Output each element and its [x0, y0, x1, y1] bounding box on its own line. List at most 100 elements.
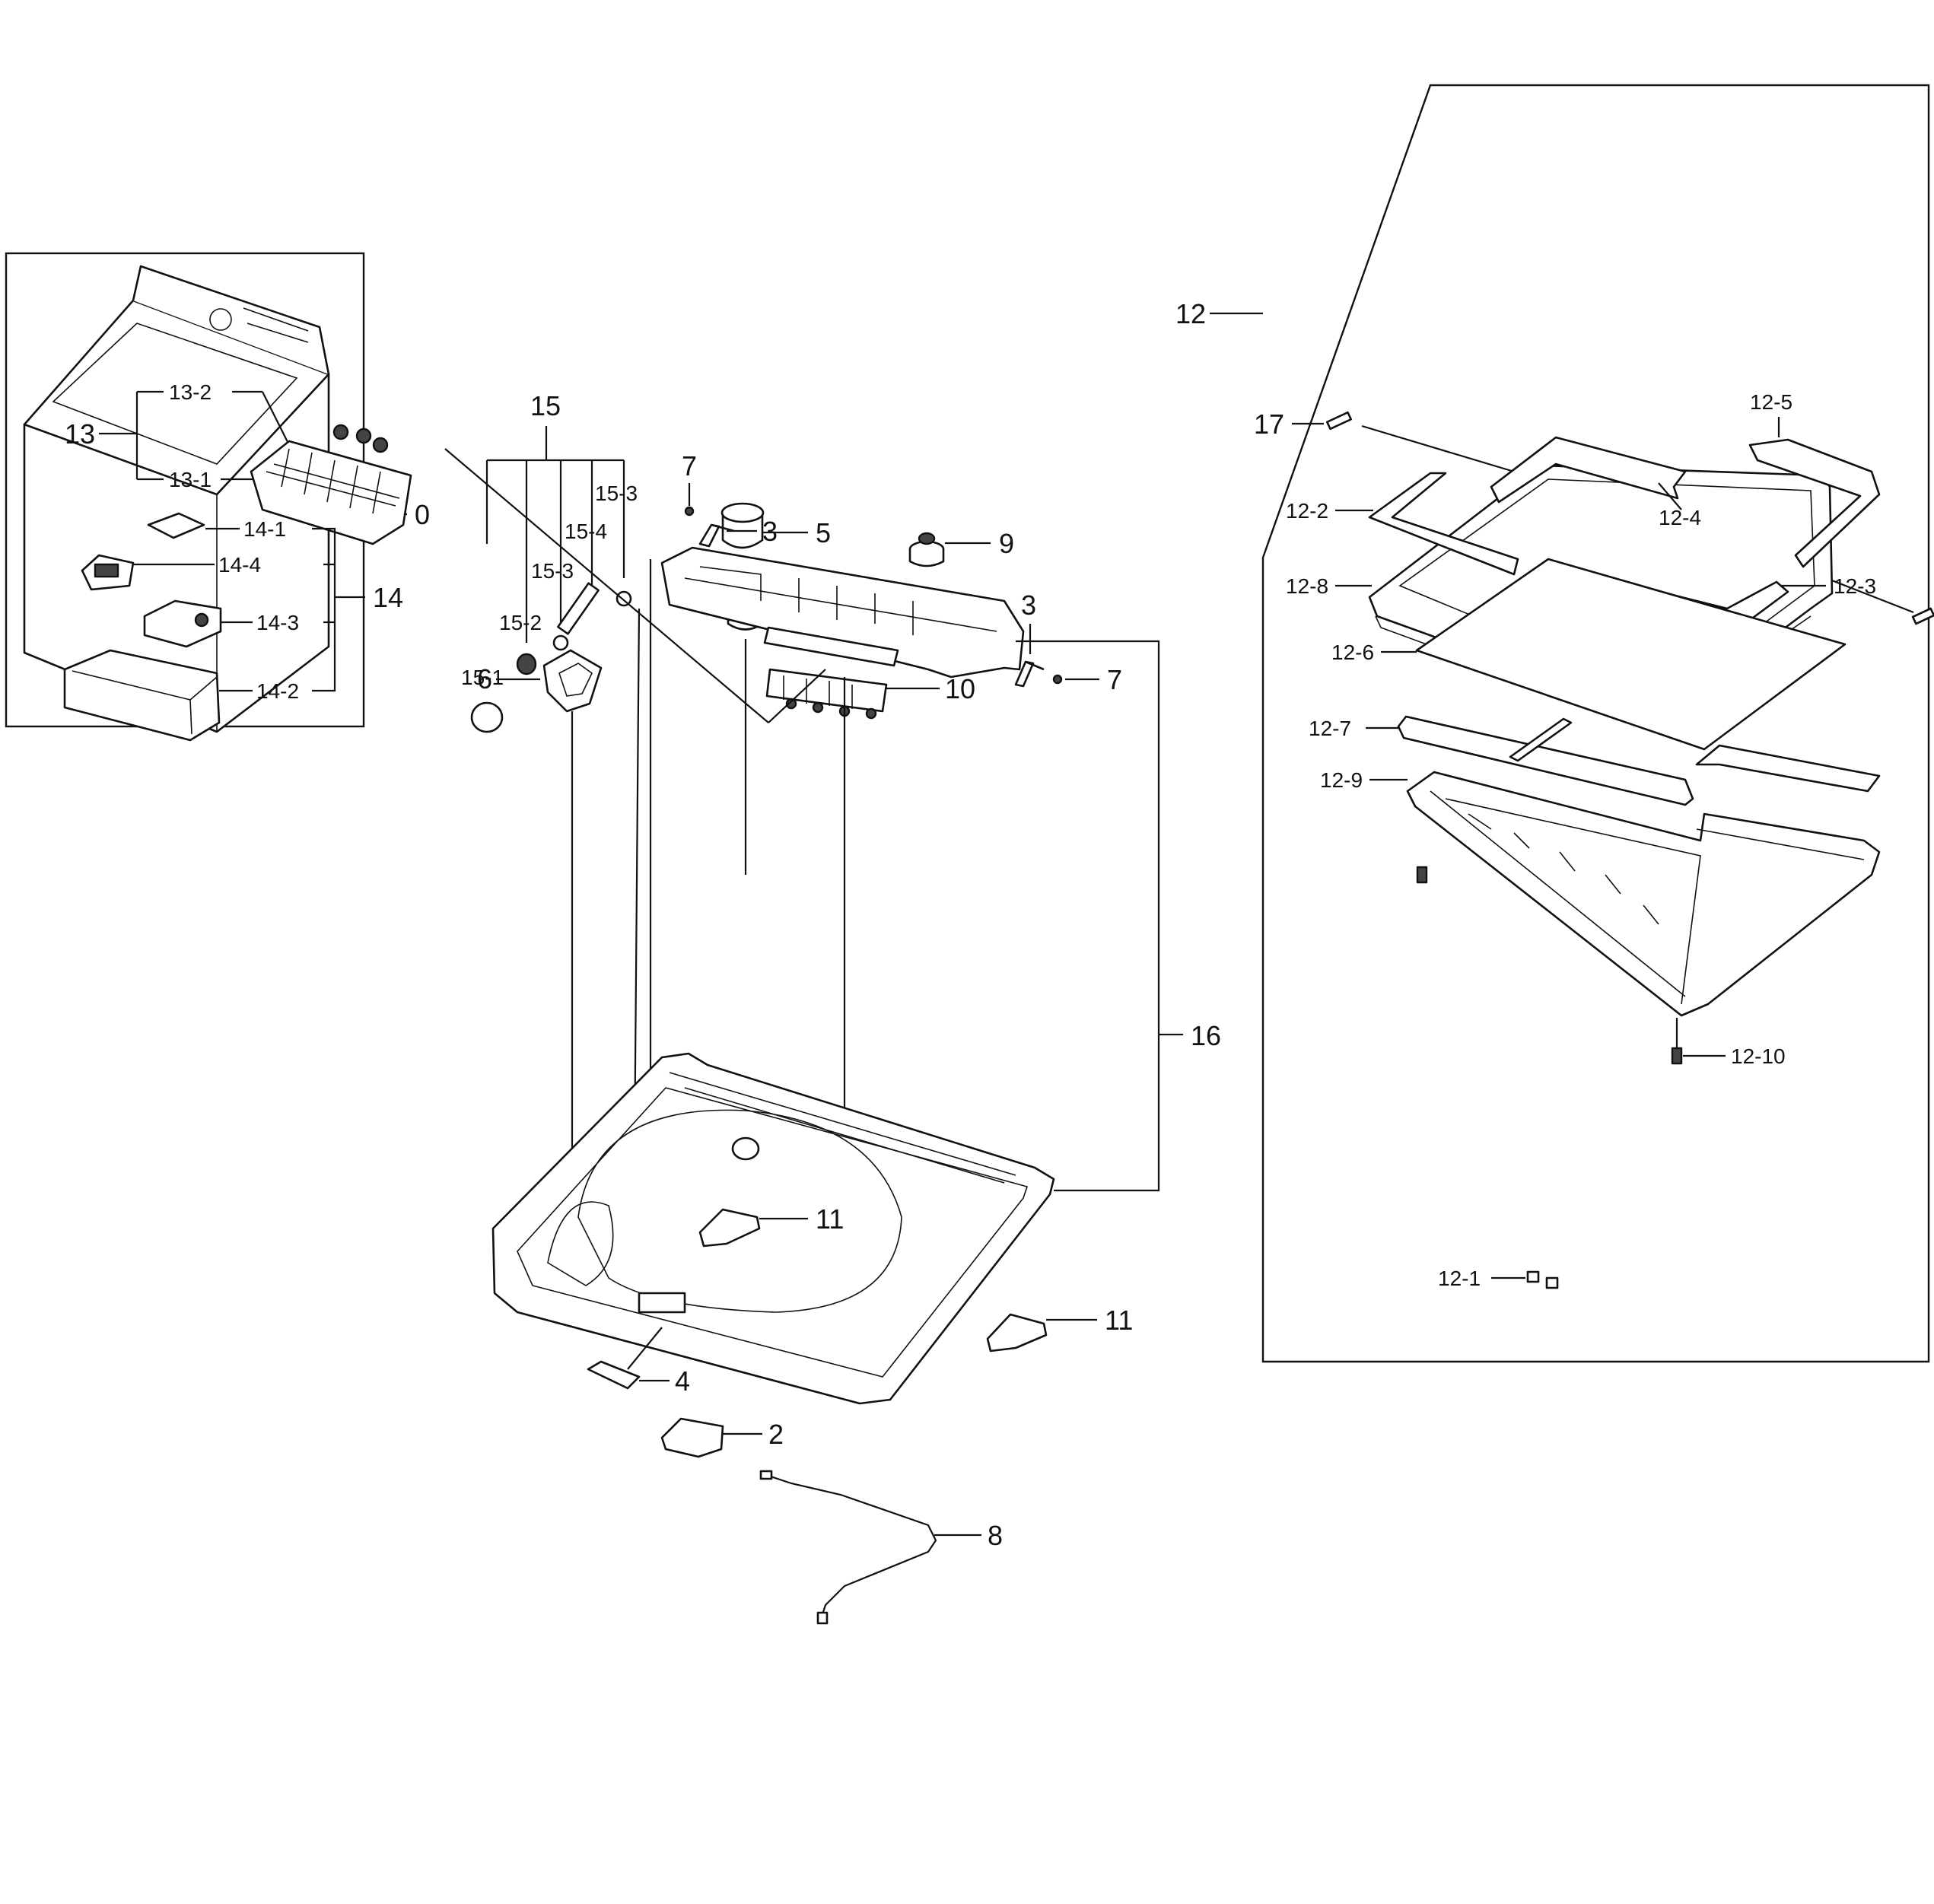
part-14-3: [143, 599, 222, 648]
callout-14: 14: [373, 582, 403, 613]
callout-10: 10: [945, 673, 975, 704]
callout-16: 16: [1191, 1020, 1221, 1051]
callout-12-4: 12-4: [1659, 506, 1701, 529]
leader-12-4: [1658, 482, 1682, 510]
part-12-1-cap-a: [1526, 1270, 1540, 1283]
callout-12: 12: [1175, 298, 1206, 329]
callout-13-1: 13-1: [169, 468, 212, 491]
washer-illustration: [23, 265, 330, 733]
door-assembly-group: 12 17 12-8 12-4 12-5 12: [1175, 84, 1934, 1363]
callout-15-3-low: 15-3: [531, 559, 574, 583]
washer-overview-group: 0: [5, 252, 430, 733]
callout-15-2: 15-2: [499, 611, 542, 634]
callout-15-1: 15-1: [461, 666, 504, 689]
callout-12-10: 12-10: [1731, 1044, 1786, 1068]
part-6-softener-cup: [542, 649, 603, 713]
callout-12-6: 12-6: [1331, 640, 1374, 664]
part-2-lid-lock: [660, 1417, 724, 1458]
callout-7-left: 7: [682, 450, 697, 482]
part-5-cap: [720, 502, 765, 549]
callout-12-8: 12-8: [1286, 574, 1328, 598]
part-17-pin: [1325, 411, 1353, 431]
callout-9: 9: [999, 528, 1014, 559]
knob-parts: [470, 582, 632, 733]
dispenser-cover-group: 13 13-2 13-1: [65, 380, 412, 545]
leader-13-bracket: [99, 390, 164, 481]
callout-15: 15: [530, 390, 561, 421]
knob-ring: [516, 653, 537, 675]
part-12-4-frame-rail: [1490, 436, 1687, 504]
part-7-left: [684, 506, 695, 517]
top-cover-assembly: [491, 1052, 1055, 1405]
callout-14-3: 14-3: [256, 611, 299, 634]
callout-13-2: 13-2: [169, 380, 212, 404]
part-3-left: [698, 523, 735, 548]
callout-17: 17: [1254, 408, 1284, 440]
door-assembly-box: [1261, 84, 1930, 1363]
screw-parts-right: 3 7: [1014, 590, 1122, 695]
callout-4: 4: [675, 1365, 690, 1397]
callout-14-1: 14-1: [243, 517, 286, 541]
part-6-group: 6: [477, 649, 603, 1232]
callout-12-2: 12-2: [1286, 499, 1328, 523]
part-11-b: [986, 1313, 1048, 1353]
part-14-1: [147, 512, 205, 539]
part-12-1-cap-b: [1545, 1276, 1559, 1289]
detergent-drawer-group: 14-1 14-4 14-3 14-2 14: [63, 512, 403, 742]
callout-11-b: 11: [1105, 1305, 1133, 1336]
callout-2: 2: [768, 1419, 784, 1450]
part-4-group: 4: [587, 1327, 690, 1397]
callout-11-a: 11: [816, 1203, 844, 1235]
control-panel-frame: [660, 546, 1025, 679]
callout-15-3-top: 15-3: [595, 482, 638, 505]
callout-0: 0: [415, 499, 430, 530]
callout-14-4: 14-4: [218, 553, 261, 577]
part-12-10-spring: [1671, 1047, 1683, 1065]
leader-panel-to-13: [768, 669, 826, 723]
callout-6: 6: [477, 663, 492, 695]
callout-12-7: 12-7: [1309, 717, 1351, 740]
part-4-axis: [627, 1327, 663, 1370]
callout-3-left: 3: [762, 516, 778, 547]
callout-12-5: 12-5: [1750, 390, 1792, 414]
leader-panel-to-13-b: [444, 448, 769, 723]
top-cover-bracket-16: 16: [1016, 640, 1221, 1192]
knob-clip-low: [552, 634, 569, 651]
part-7-right: [1052, 674, 1063, 685]
part-14-4: [81, 554, 135, 591]
callout-3-right: 3: [1021, 590, 1036, 621]
part-9-knob: [908, 532, 945, 567]
leader-14-bracket: [312, 527, 365, 692]
part-12-5-frame-rail: [1748, 438, 1881, 568]
part-4-latch: [587, 1360, 641, 1390]
part-13-dispenser-housing: [250, 424, 412, 545]
part-12-6-glass: [1415, 558, 1847, 751]
part-14-2-drawer: [63, 649, 221, 742]
knob-cap: [470, 701, 504, 733]
callout-15-4: 15-4: [565, 520, 607, 543]
part-12-7-handle: [1397, 715, 1694, 806]
callout-7-right: 7: [1107, 664, 1122, 695]
part-10-switch-block: [765, 668, 888, 720]
callout-13: 13: [65, 418, 95, 450]
callout-8: 8: [988, 1520, 1003, 1551]
callout-5: 5: [816, 517, 831, 548]
knob-shaft: [557, 582, 600, 635]
part-11-group: 11 11: [698, 1203, 1133, 1353]
part-2-group: 2: [660, 1417, 784, 1458]
callout-12-1: 12-1: [1438, 1267, 1481, 1290]
part-17-pin-b: [1911, 607, 1934, 625]
leader-15-bracket: [485, 426, 625, 643]
callout-12-3: 12-3: [1834, 574, 1876, 598]
callout-14-2: 14-2: [256, 679, 299, 703]
screw-parts-left: 7 3: [682, 450, 778, 548]
part-spring-top: [1416, 866, 1428, 884]
part-12-9-door-frame: [1406, 744, 1881, 1017]
part-8-wire-harness: [768, 1474, 937, 1617]
part-8-group: 8: [759, 1470, 1003, 1625]
part-3-right: [1014, 660, 1045, 688]
callout-12-9: 12-9: [1320, 768, 1363, 792]
part-11-a: [698, 1208, 761, 1248]
part-12-2-frame-rail: [1368, 472, 1519, 576]
